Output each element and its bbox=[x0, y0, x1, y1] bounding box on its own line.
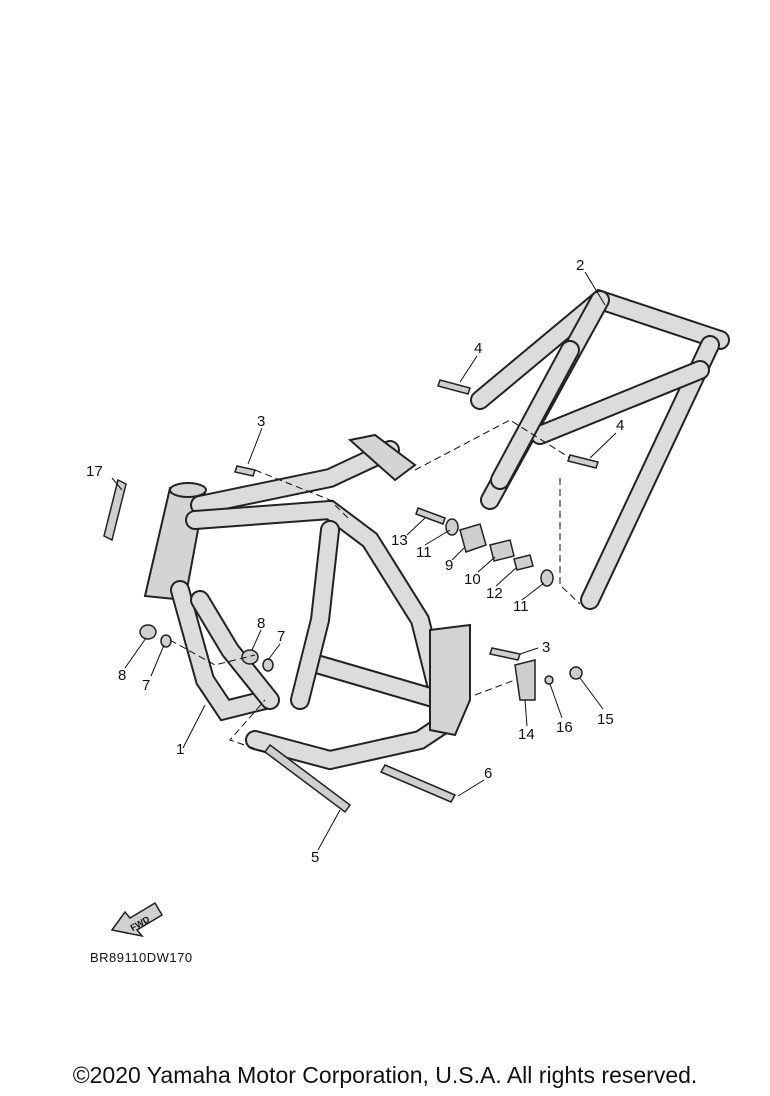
forward-direction-arrow: FWD bbox=[110, 901, 164, 938]
hardware-parts bbox=[103, 379, 599, 814]
frame-exploded-diagram: 17 1 2 3 3 4 4 5 6 7 7 8 8 9 10 11 11 12… bbox=[86, 257, 730, 965]
callout-10: 10 bbox=[464, 571, 481, 588]
callout-8-left: 8 bbox=[118, 667, 126, 684]
callout-7-left: 7 bbox=[142, 677, 150, 694]
drawing-code: BR89110DW170 bbox=[90, 950, 193, 965]
callout-3-right: 3 bbox=[542, 639, 550, 656]
leader-lines bbox=[111, 271, 617, 851]
callout-4-left: 4 bbox=[474, 340, 482, 357]
callout-9: 9 bbox=[445, 557, 453, 574]
callout-2: 2 bbox=[576, 257, 584, 274]
callout-5: 5 bbox=[311, 849, 319, 866]
copyright-notice: ©2020 Yamaha Motor Corporation, U.S.A. A… bbox=[72, 1062, 698, 1088]
callout-6: 6 bbox=[484, 765, 492, 782]
rear-subframe bbox=[470, 288, 730, 610]
callout-numbers: 17 1 2 3 3 4 4 5 6 7 7 8 8 9 10 11 11 12… bbox=[86, 257, 624, 866]
callout-1: 1 bbox=[176, 741, 184, 758]
callout-14: 14 bbox=[518, 726, 535, 743]
callout-15: 15 bbox=[597, 711, 614, 728]
callout-3-upper: 3 bbox=[257, 413, 265, 430]
main-frame bbox=[143, 433, 471, 771]
callout-7-center: 7 bbox=[277, 628, 285, 645]
callout-17: 17 bbox=[86, 463, 103, 480]
callout-13: 13 bbox=[391, 532, 408, 549]
callout-11-left: 11 bbox=[416, 544, 432, 561]
callout-11-right: 11 bbox=[513, 598, 529, 615]
callout-8-center: 8 bbox=[257, 615, 265, 632]
callout-16: 16 bbox=[556, 719, 573, 736]
callout-4-right: 4 bbox=[616, 417, 624, 434]
callout-12: 12 bbox=[486, 585, 503, 602]
